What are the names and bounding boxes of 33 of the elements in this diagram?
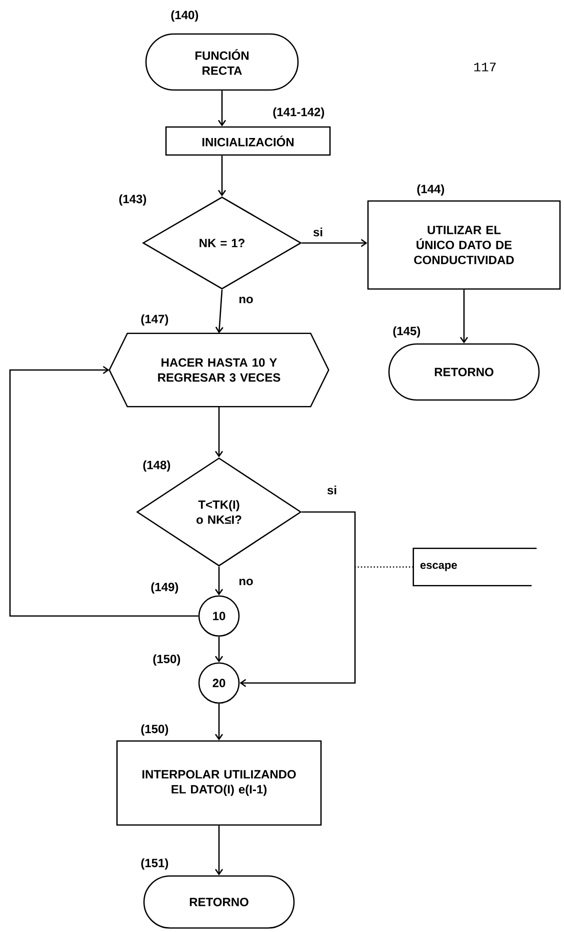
arrow (214, 704, 224, 740)
step-number: (147) (141, 314, 168, 326)
step-number: (151) (141, 858, 168, 870)
arrow (214, 636, 224, 662)
arrow (460, 290, 468, 344)
arrow (214, 826, 224, 876)
arrow (302, 238, 368, 248)
arrow (214, 406, 224, 458)
edge-label: si (312, 226, 324, 238)
step-number: (150) (153, 654, 180, 666)
arrow (215, 290, 224, 334)
step-number: (149) (151, 582, 178, 594)
process-box: INICIALIZACIÓN (165, 126, 331, 156)
step-number: (144) (417, 184, 444, 196)
process-box: UTILIZAR EL ÚNICO DATO DE CONDUCTIVIDAD (367, 200, 561, 290)
edge-label: no (238, 296, 254, 304)
note-box: escape (412, 548, 537, 586)
loop-hexagon: HACER HASTA 10 Y REGRESAR 3 VECES (108, 332, 330, 408)
step-number: (145) (393, 326, 420, 338)
edge-label: si (326, 484, 338, 496)
step-number: (150) (141, 724, 168, 736)
step-number: (148) (143, 460, 170, 472)
arrow (9, 366, 198, 617)
arrow (214, 566, 224, 596)
edge-label: no (238, 578, 254, 586)
leader-line (355, 566, 414, 568)
process-box: INTERPOLAR UTILIZANDO EL DATO(I) e(I-1) (116, 740, 322, 826)
arrow (218, 90, 226, 126)
step-number: (140) (171, 10, 198, 22)
step-number: (141-142) (273, 107, 324, 119)
arrow (240, 511, 356, 688)
page-number: 117 (474, 62, 496, 72)
arrow (218, 156, 226, 196)
